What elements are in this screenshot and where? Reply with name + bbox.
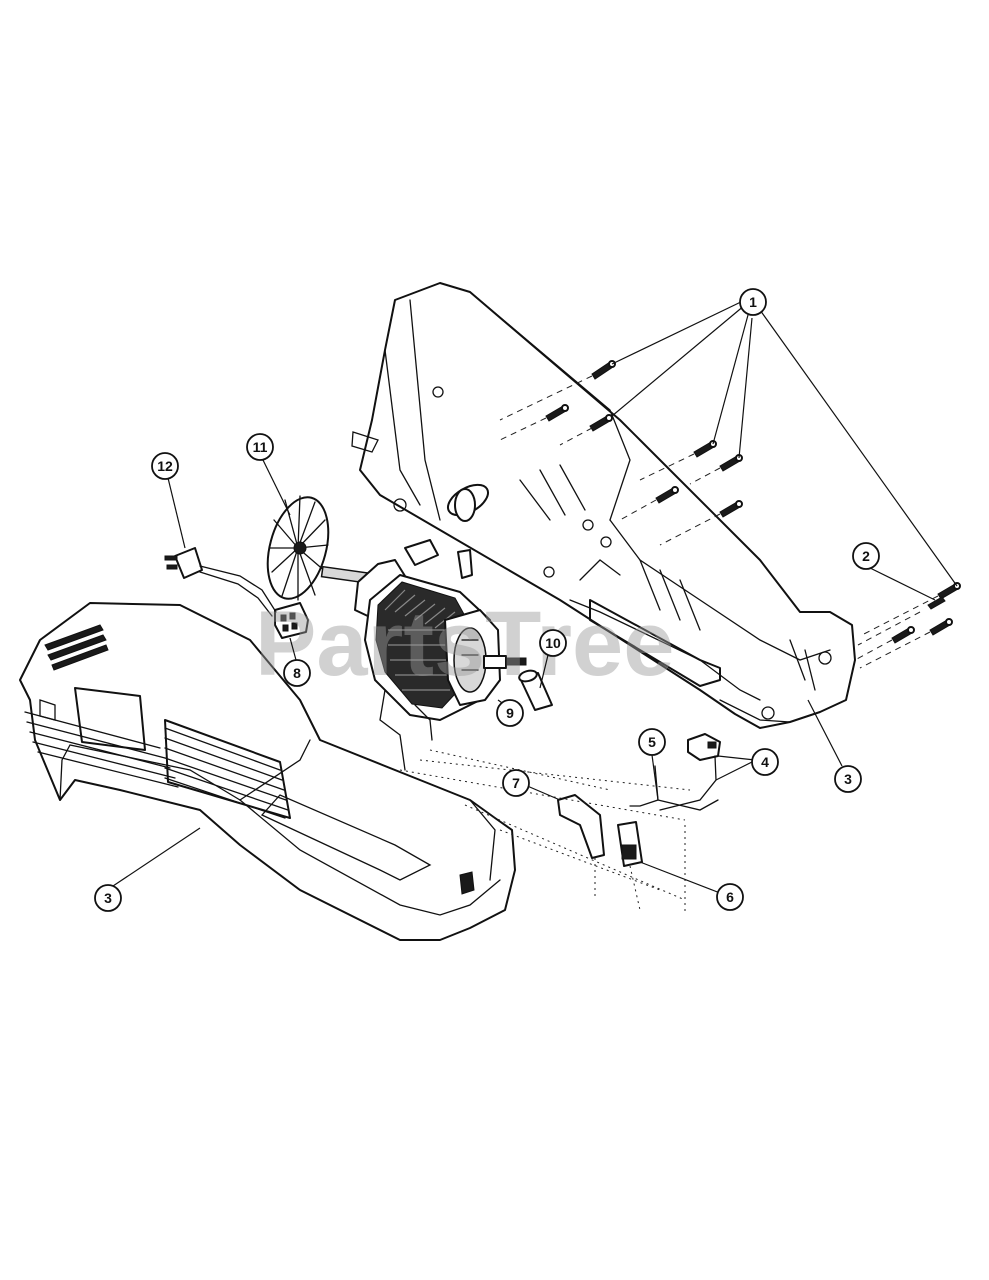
callout-10: 10 xyxy=(539,629,567,657)
switch-parts xyxy=(399,733,721,915)
motor-part-9 xyxy=(320,539,527,771)
svg-text:1: 1 xyxy=(749,294,757,310)
leader-lines xyxy=(109,299,958,894)
callout-2: 2 xyxy=(852,542,880,570)
housing-half-lower xyxy=(19,602,516,941)
housing-half-upper xyxy=(351,282,856,729)
svg-text:8: 8 xyxy=(293,665,301,681)
svg-text:3: 3 xyxy=(844,771,852,787)
connector-part-8 xyxy=(274,602,309,639)
svg-text:9: 9 xyxy=(506,705,514,721)
cord-plug-part-12 xyxy=(164,547,277,617)
svg-text:5: 5 xyxy=(648,734,656,750)
svg-text:12: 12 xyxy=(157,458,173,474)
callout-5: 5 xyxy=(638,728,666,756)
screw-part-2 xyxy=(927,596,946,610)
callout-3-lower: 3 xyxy=(94,884,122,912)
screws-part-1 xyxy=(545,360,961,644)
callout-9: 9 xyxy=(496,699,524,727)
svg-text:7: 7 xyxy=(512,775,520,791)
svg-text:10: 10 xyxy=(545,635,561,651)
svg-text:2: 2 xyxy=(862,548,870,564)
callout-1: 1 xyxy=(739,288,767,316)
callout-4: 4 xyxy=(751,748,779,776)
svg-text:6: 6 xyxy=(726,889,734,905)
callout-8: 8 xyxy=(283,659,311,687)
callout-6: 6 xyxy=(716,883,744,911)
fan-part-11 xyxy=(266,495,330,601)
watermark-text: PartsTree xyxy=(255,593,674,695)
callout-11: 11 xyxy=(246,433,274,461)
callout-3-upper: 3 xyxy=(834,765,862,793)
sleeve-part-10 xyxy=(518,669,553,711)
svg-text:4: 4 xyxy=(761,754,769,770)
svg-text:3: 3 xyxy=(104,890,112,906)
svg-text:11: 11 xyxy=(253,439,268,455)
callout-12: 12 xyxy=(151,452,179,480)
assembly-lines xyxy=(499,375,939,669)
callout-7: 7 xyxy=(502,769,530,797)
